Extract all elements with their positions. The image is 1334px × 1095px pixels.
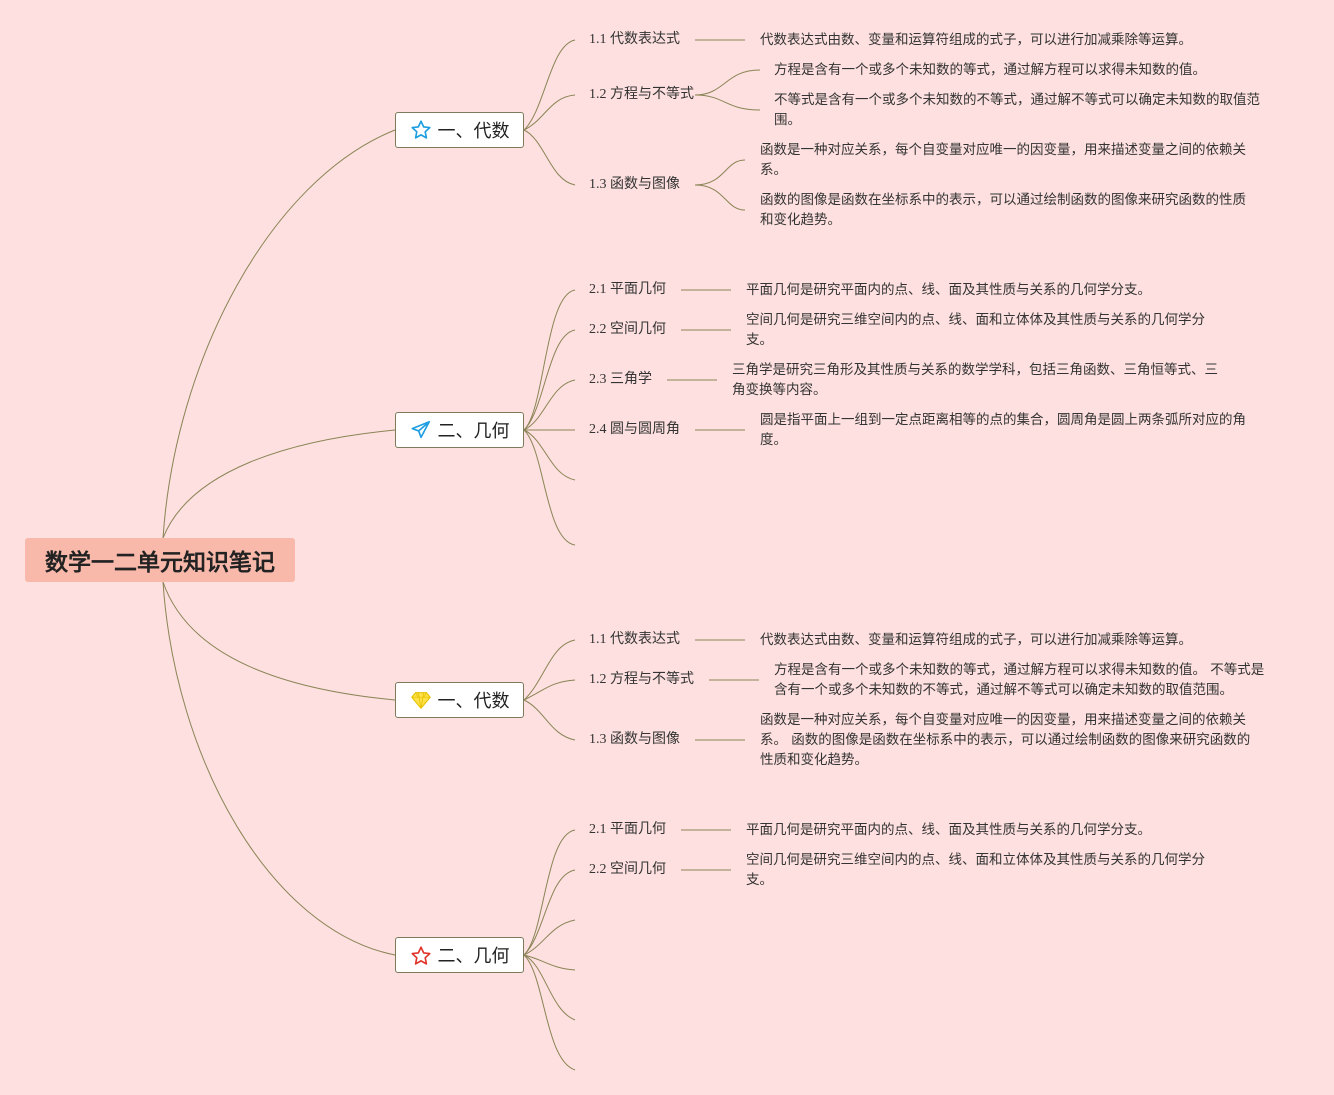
subtopic-1-1[interactable]: 1.1 代数表达式 [589, 32, 680, 47]
note-1-3b[interactable]: 函数的图像是函数在坐标系中的表示，可以通过绘制函数的图像来研究函数的性质和变化趋… [760, 192, 1246, 228]
branch-algebra-1[interactable]: 一、代数 [395, 112, 524, 148]
note-1-3a[interactable]: 函数是一种对应关系，每个自变量对应唯一的因变量，用来描述变量之间的依赖关系。 [760, 142, 1246, 178]
star-outline-red-icon [410, 944, 432, 966]
paper-plane-icon [410, 419, 432, 441]
note-1-2a[interactable]: 方程是含有一个或多个未知数的等式，通过解方程可以求得未知数的值。 [774, 62, 1206, 78]
note-3-1[interactable]: 代数表达式由数、变量和运算符组成的式子，可以进行加减乘除等运算。 [760, 632, 1192, 648]
subtopic-2-4[interactable]: 2.4 圆与圆周角 [589, 422, 680, 437]
branch-algebra-2[interactable]: 一、代数 [395, 682, 524, 718]
subtopic-2-2[interactable]: 2.2 空间几何 [589, 322, 666, 337]
subtopic-3-2[interactable]: 1.2 方程与不等式 [589, 672, 694, 687]
branch-label: 一、代数 [437, 121, 510, 142]
branch-label: 二、几何 [437, 421, 510, 442]
subtopic-2-1[interactable]: 2.1 平面几何 [589, 282, 666, 297]
note-4-1[interactable]: 平面几何是研究平面内的点、线、面及其性质与关系的几何学分支。 [746, 822, 1151, 838]
branch-geometry-2[interactable]: 二、几何 [395, 937, 524, 973]
diamond-icon [410, 689, 432, 711]
note-2-3[interactable]: 三角学是研究三角形及其性质与关系的数学学科，包括三角函数、三角恒等式、三角变换等… [732, 362, 1218, 398]
branch-label: 一、代数 [437, 691, 510, 712]
note-3-2[interactable]: 方程是含有一个或多个未知数的等式，通过解方程可以求得未知数的值。 不等式是含有一… [774, 662, 1265, 698]
subtopic-1-2[interactable]: 1.2 方程与不等式 [589, 87, 694, 102]
star-outline-blue-icon [410, 119, 432, 141]
branch-label: 二、几何 [437, 946, 510, 967]
note-4-2[interactable]: 空间几何是研究三维空间内的点、线、面和立体体及其性质与关系的几何学分支。 [746, 852, 1205, 888]
note-1-2b[interactable]: 不等式是含有一个或多个未知数的不等式，通过解不等式可以确定未知数的取值范围。 [774, 92, 1260, 128]
subtopic-4-1[interactable]: 2.1 平面几何 [589, 822, 666, 837]
root-title: 数学一二单元知识笔记 [45, 550, 275, 576]
subtopic-4-2[interactable]: 2.2 空间几何 [589, 862, 666, 877]
note-2-4[interactable]: 圆是指平面上一组到一定点距离相等的点的集合，圆周角是圆上两条弧所对应的角度。 [760, 412, 1246, 448]
subtopic-3-3[interactable]: 1.3 函数与图像 [589, 732, 680, 747]
subtopic-1-3[interactable]: 1.3 函数与图像 [589, 177, 680, 192]
subtopic-2-3[interactable]: 2.3 三角学 [589, 372, 652, 387]
note-2-2[interactable]: 空间几何是研究三维空间内的点、线、面和立体体及其性质与关系的几何学分支。 [746, 312, 1205, 348]
note-3-3[interactable]: 函数是一种对应关系，每个自变量对应唯一的因变量，用来描述变量之间的依赖关系。 函… [760, 712, 1251, 768]
branch-geometry-1[interactable]: 二、几何 [395, 412, 524, 448]
note-2-1[interactable]: 平面几何是研究平面内的点、线、面及其性质与关系的几何学分支。 [746, 282, 1151, 298]
root-topic[interactable]: 数学一二单元知识笔记 [25, 538, 295, 582]
note-1-1[interactable]: 代数表达式由数、变量和运算符组成的式子，可以进行加减乘除等运算。 [760, 32, 1192, 48]
subtopic-3-1[interactable]: 1.1 代数表达式 [589, 632, 680, 647]
